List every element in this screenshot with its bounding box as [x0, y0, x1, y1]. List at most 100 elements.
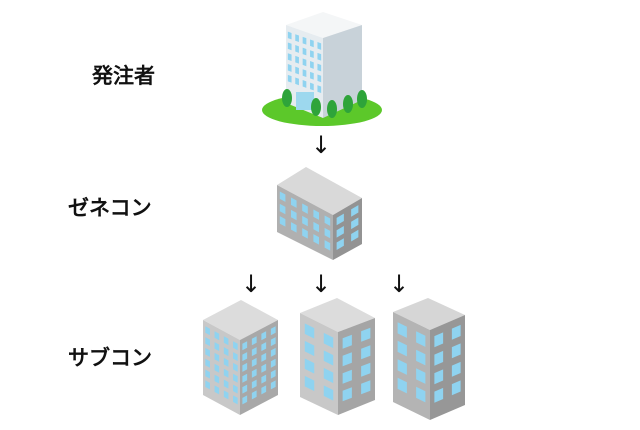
- window: [270, 347, 276, 357]
- sub1-top: [203, 300, 278, 340]
- window: [291, 209, 297, 221]
- window: [351, 217, 359, 230]
- window: [310, 82, 314, 91]
- arrow-down-icon: ↓: [241, 270, 262, 298]
- window: [287, 31, 292, 40]
- window: [336, 213, 344, 226]
- window: [323, 350, 334, 366]
- window: [233, 384, 238, 394]
- window: [304, 375, 315, 392]
- window: [214, 331, 220, 341]
- arrow-down-icon: ↓: [311, 131, 332, 159]
- window: [205, 337, 210, 347]
- tree-icon: [343, 95, 353, 113]
- window: [342, 369, 352, 384]
- sub3-top: [393, 298, 465, 330]
- window: [323, 385, 334, 401]
- window: [302, 36, 307, 45]
- window: [434, 387, 444, 403]
- window: [451, 380, 461, 396]
- window: [287, 42, 292, 51]
- window: [313, 221, 319, 233]
- window: [361, 362, 371, 377]
- window: [451, 324, 461, 340]
- window: [223, 379, 229, 389]
- window: [242, 362, 248, 372]
- window: [361, 345, 371, 360]
- window: [223, 336, 229, 346]
- tree-icon: [357, 90, 367, 108]
- gc-building: [277, 167, 362, 260]
- window: [251, 368, 257, 378]
- window: [291, 222, 297, 233]
- window: [324, 227, 331, 239]
- window: [416, 368, 426, 384]
- window: [242, 395, 248, 405]
- window: [223, 390, 229, 400]
- label-subcontractor: サブコン: [68, 346, 152, 370]
- window: [342, 352, 352, 367]
- tree-icon: [282, 89, 292, 107]
- window: [242, 341, 248, 351]
- window: [310, 61, 314, 69]
- window: [310, 71, 314, 80]
- window: [214, 363, 220, 373]
- arrow-down-icon: ↓: [311, 270, 332, 298]
- tree-icon: [327, 100, 337, 118]
- window: [310, 50, 314, 59]
- window: [397, 377, 407, 394]
- window: [302, 58, 307, 67]
- window: [295, 55, 299, 64]
- window: [287, 64, 292, 72]
- window: [302, 80, 307, 88]
- window: [451, 361, 461, 377]
- window: [304, 340, 315, 357]
- window: [279, 191, 286, 202]
- sub-building-3: [393, 298, 465, 420]
- label-general-contractor: ゼネコン: [68, 196, 152, 220]
- window: [295, 45, 299, 53]
- label-client: 発注者: [92, 64, 155, 88]
- window: [302, 215, 308, 227]
- window: [302, 69, 307, 78]
- window: [434, 369, 444, 385]
- window: [295, 66, 299, 75]
- window: [313, 209, 319, 220]
- window: [434, 332, 444, 348]
- window: [302, 203, 308, 214]
- window: [233, 341, 238, 351]
- window: [416, 331, 426, 347]
- window: [223, 347, 229, 357]
- tower-top: [286, 12, 362, 38]
- window: [304, 323, 315, 339]
- window: [295, 77, 299, 86]
- window: [205, 347, 210, 357]
- window: [397, 359, 407, 375]
- tree-icon: [311, 98, 321, 116]
- window: [261, 331, 267, 341]
- window: [310, 39, 314, 48]
- sub2-top: [300, 298, 375, 332]
- tower-right-face: [323, 25, 362, 118]
- window: [304, 358, 315, 374]
- window: [317, 42, 322, 50]
- window: [323, 367, 334, 384]
- window: [261, 352, 267, 362]
- sub1-left-face: [203, 320, 240, 415]
- window: [287, 74, 292, 83]
- window: [233, 352, 238, 362]
- window: [205, 326, 210, 336]
- window: [279, 203, 286, 215]
- window: [313, 234, 319, 245]
- window: [223, 357, 229, 367]
- window: [242, 352, 248, 362]
- window: [317, 63, 322, 72]
- window: [416, 386, 426, 403]
- window: [270, 337, 276, 347]
- window: [291, 197, 297, 208]
- window: [451, 343, 461, 359]
- window: [261, 342, 267, 352]
- window: [233, 362, 238, 372]
